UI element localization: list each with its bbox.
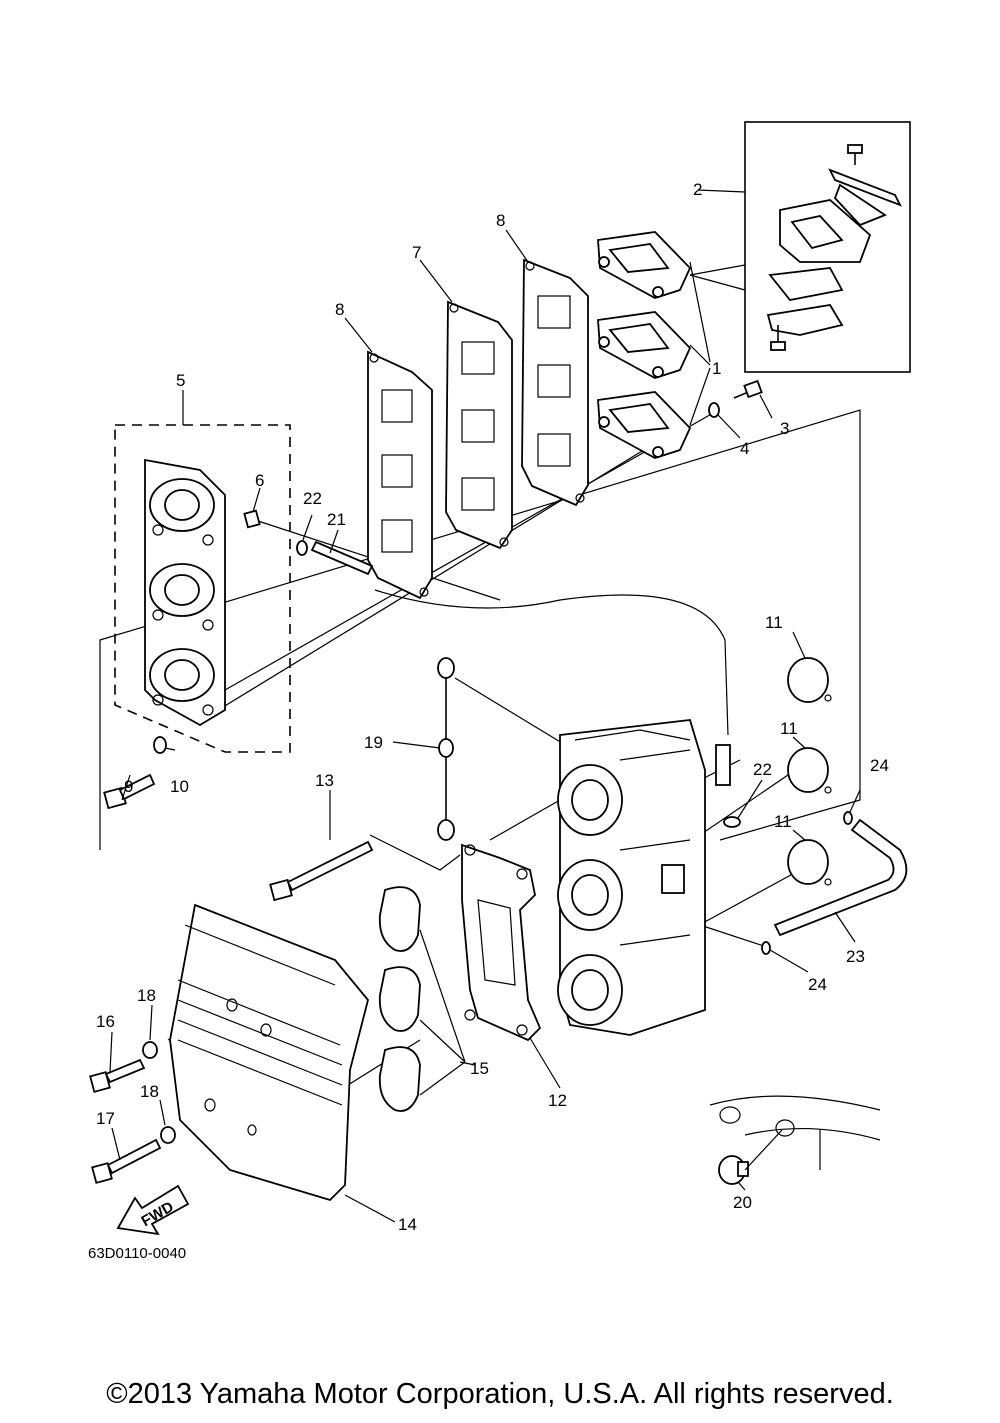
callout-18-lower: 18	[140, 1082, 159, 1101]
washer-18-top	[142, 1041, 158, 1059]
copyright-notice: ©2013 Yamaha Motor Corporation, U.S.A. A…	[106, 1378, 894, 1410]
clip-24-lower	[761, 941, 771, 955]
washer-10	[153, 736, 167, 754]
silencer-gasket-12	[461, 843, 542, 1042]
callout-13: 13	[315, 771, 334, 790]
part-code: 63D0110-0040	[88, 1245, 186, 1262]
callout-16: 16	[96, 1012, 115, 1031]
callout-14: 14	[398, 1215, 417, 1234]
o-rings-11	[787, 657, 832, 886]
bolt-17	[91, 1138, 162, 1184]
callout-6: 6	[255, 471, 264, 490]
silencer-14	[169, 903, 369, 1202]
pipe-21	[310, 540, 374, 576]
clip-24-top	[843, 811, 853, 825]
callout-24-top: 24	[870, 756, 889, 775]
callout-18-top: 18	[137, 986, 156, 1005]
callout-15: 15	[470, 1059, 489, 1078]
plug-20	[718, 1155, 749, 1185]
seals-15	[378, 886, 466, 1112]
callout-17: 17	[96, 1109, 115, 1128]
callout-22-top: 22	[303, 489, 322, 508]
callout-5: 5	[176, 371, 185, 390]
callout-11-low: 11	[774, 812, 792, 831]
callout-4: 4	[740, 439, 749, 458]
callout-7: 7	[412, 243, 421, 262]
callout-24-lower: 24	[808, 975, 827, 994]
housing-detail	[709, 1095, 881, 1170]
callout-10: 10	[170, 777, 189, 796]
washer-4	[708, 402, 720, 418]
callout-12: 12	[548, 1091, 567, 1110]
gasket-8-right	[521, 258, 589, 507]
callout-8-right: 8	[496, 211, 505, 230]
screw-3	[733, 379, 763, 399]
callout-labels: 1 2 3 4 5 6 7 8 8 9 10 11 11 11 12 13 14…	[96, 180, 889, 1234]
inset-screw-top	[847, 144, 863, 165]
fuel-hose-23	[773, 818, 908, 937]
nipple-6	[243, 509, 261, 529]
callout-2: 2	[693, 180, 702, 199]
callout-22-lower: 22	[753, 760, 772, 779]
washer-18-lower	[160, 1126, 176, 1144]
reed-valve-assemblies	[597, 231, 711, 459]
leader-lines	[109, 189, 861, 1223]
callout-19: 19	[364, 733, 383, 752]
bolt-16	[89, 1058, 146, 1093]
callout-20: 20	[733, 1193, 752, 1212]
clip-22-lower	[723, 816, 741, 828]
reed-valve-detail-inset	[689, 121, 911, 373]
callout-1: 1	[712, 359, 721, 378]
gasket-8-left	[367, 350, 433, 600]
fwd-arrow-icon: FWD	[116, 1184, 190, 1236]
callout-11-top: 11	[765, 613, 783, 632]
inset-screw-bottom	[770, 325, 786, 351]
callout-11-mid: 11	[780, 719, 798, 738]
carburetor-assembly	[557, 719, 731, 1036]
intake-manifold-assembly	[114, 424, 291, 753]
clip-22-top	[296, 540, 308, 556]
bolt-13	[269, 840, 374, 902]
callout-3: 3	[780, 419, 789, 438]
callout-23: 23	[846, 947, 865, 966]
callout-9: 9	[124, 777, 133, 796]
callout-8-left: 8	[335, 300, 344, 319]
link-rod-19	[437, 657, 455, 841]
callout-21: 21	[327, 510, 346, 529]
gasket-7	[445, 300, 513, 550]
